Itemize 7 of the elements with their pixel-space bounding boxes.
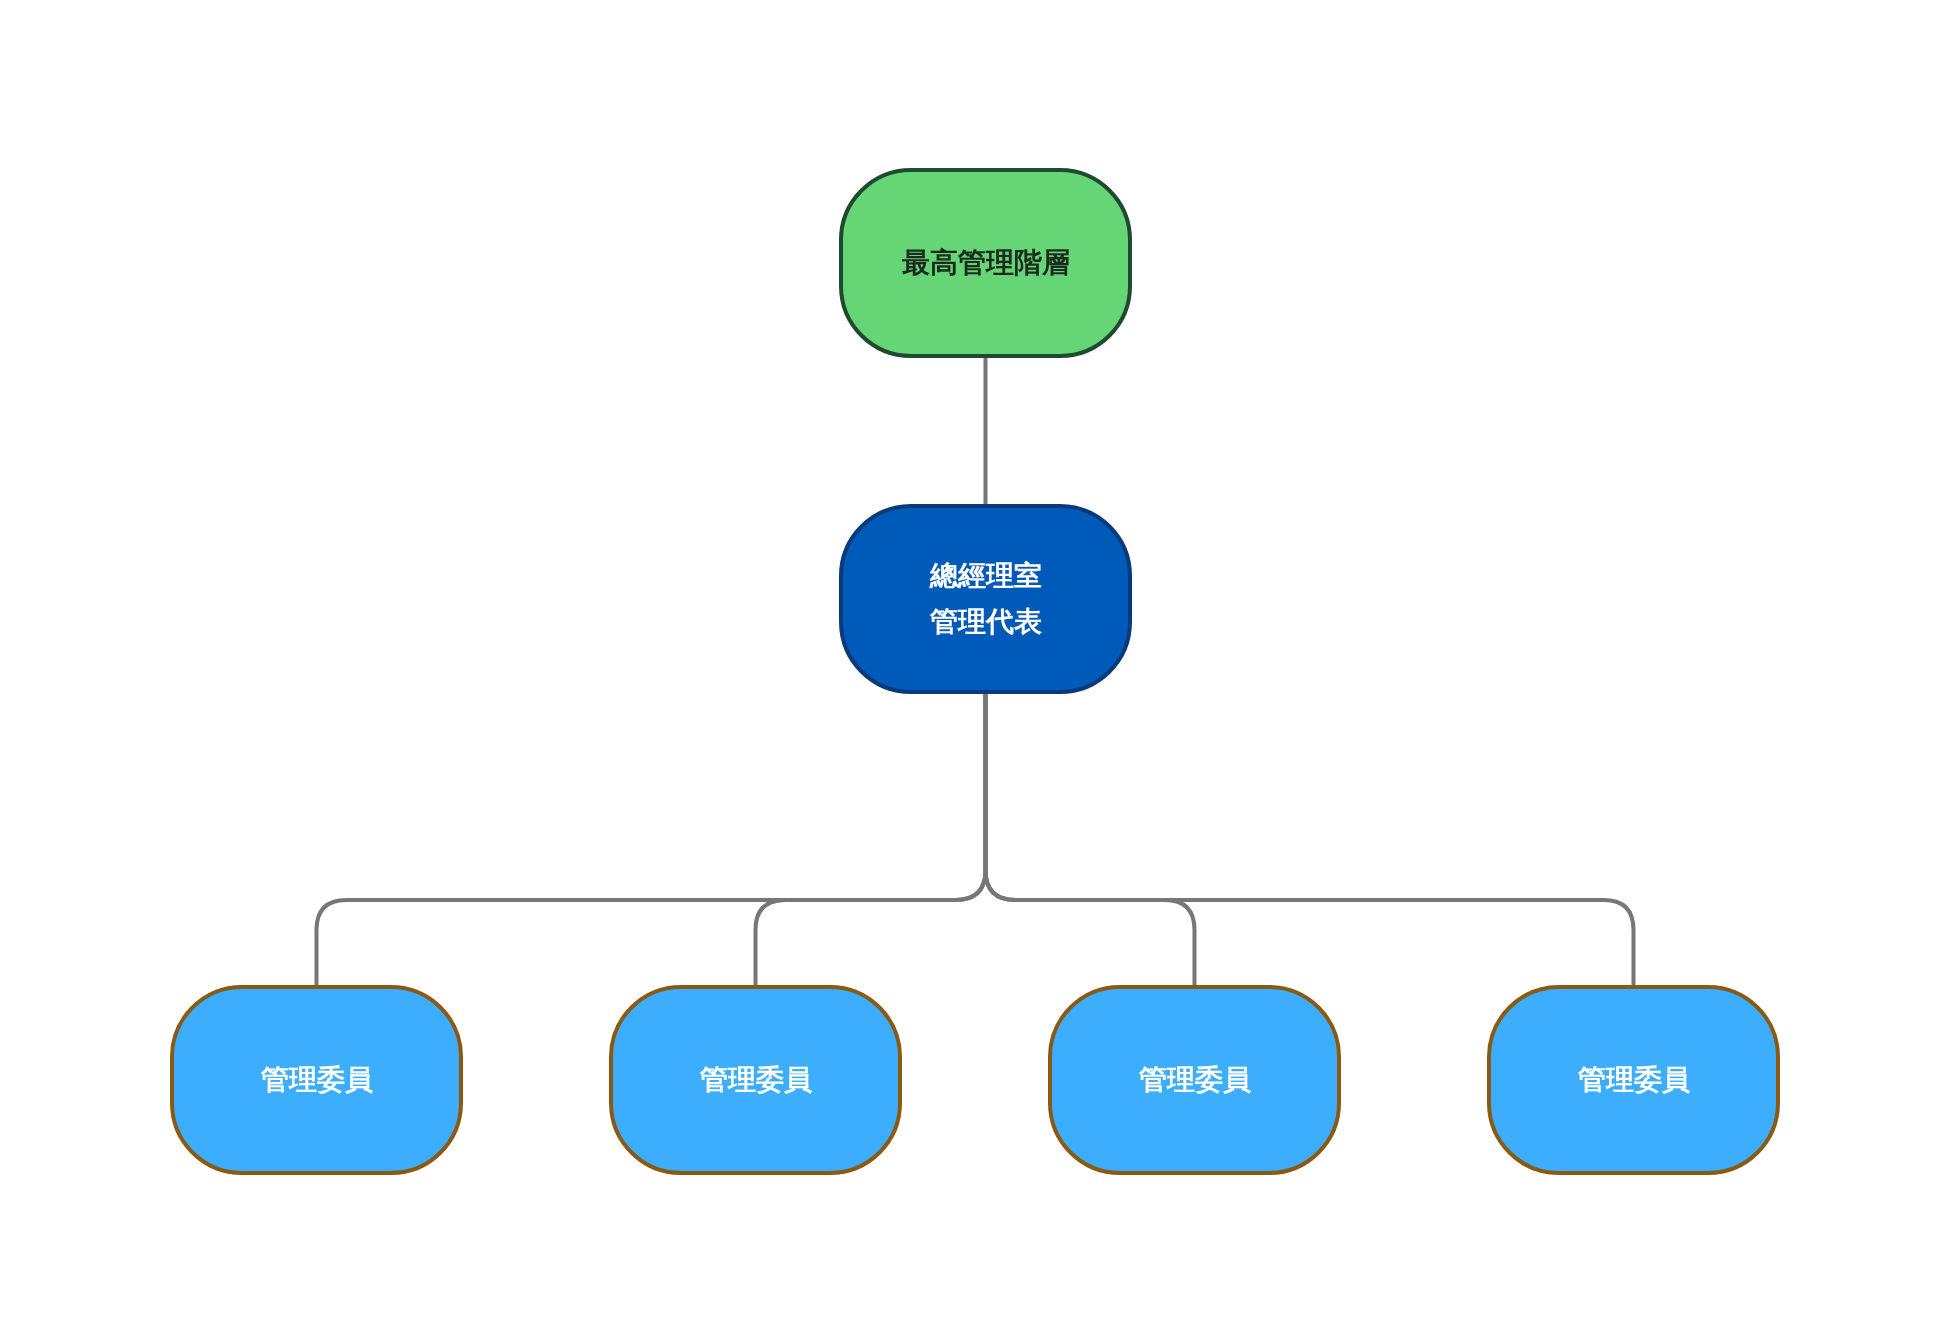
role-label: 管理委員 xyxy=(699,1062,812,1098)
role-label: 管理委員 xyxy=(1577,1062,1690,1098)
role-label: 管理委員 xyxy=(260,1062,373,1098)
connector-line xyxy=(983,358,988,504)
role-label: 總經理室管理代表 xyxy=(928,558,1043,640)
role-label: 最高管理階層 xyxy=(901,245,1070,281)
role-label: 管理委員 xyxy=(1138,1062,1251,1098)
